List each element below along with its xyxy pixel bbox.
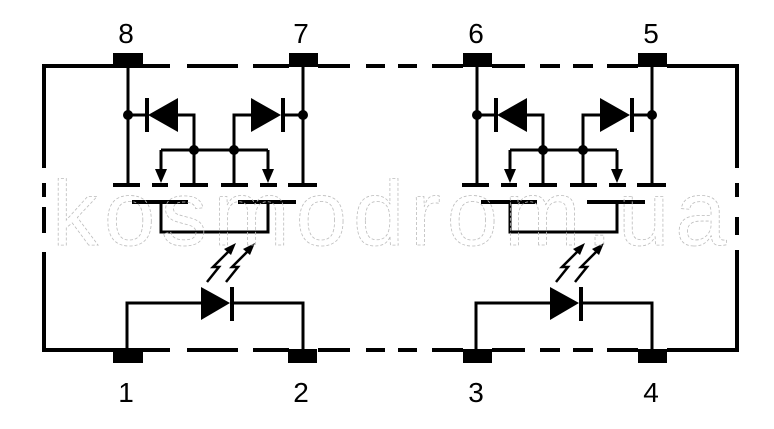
pin-label-3: 3 [468,377,484,408]
diode-left-icon [148,98,178,132]
pin-label-6: 6 [468,18,484,49]
diode-right-icon [251,98,281,132]
body-diodes [472,98,657,183]
led-icon [201,287,230,320]
relay-channel-1 [113,66,317,350]
pin-pad-3 [463,349,492,363]
pin-pad-7 [289,53,318,67]
output-wiring [475,66,654,185]
diode-right-icon [600,98,630,132]
pin-pad-6 [463,53,492,67]
pin-pads [113,53,667,363]
source-arrow-right-icon [611,169,623,183]
pin-label-5: 5 [643,18,659,49]
relay-channel-2 [462,66,666,350]
mosfet-channels [462,183,666,234]
led [125,287,305,350]
pin-pad-5 [638,53,667,67]
light-arrows-icon [206,243,255,283]
pin-pad-1 [113,349,143,363]
source-arrow-left-icon [504,169,516,183]
body-diodes [123,98,308,183]
source-arrow-left-icon [155,169,167,183]
pin-label-8: 8 [118,18,134,49]
package-outline [42,64,739,352]
pin-label-1: 1 [118,377,134,408]
pin-label-4: 4 [643,377,659,408]
light-arrows-icon [555,243,604,283]
pin-pad-8 [113,53,143,67]
output-wiring [126,66,305,185]
led [474,287,654,350]
watermark: kosmodrom.ua [52,163,732,265]
pin-pad-4 [638,349,667,363]
pin-label-2: 2 [293,377,309,408]
diode-left-icon [497,98,527,132]
pin-pad-2 [288,349,317,363]
pin-label-7: 7 [293,18,309,49]
mosfet-channels [113,183,317,234]
source-arrow-right-icon [262,169,274,183]
led-icon [550,287,579,320]
